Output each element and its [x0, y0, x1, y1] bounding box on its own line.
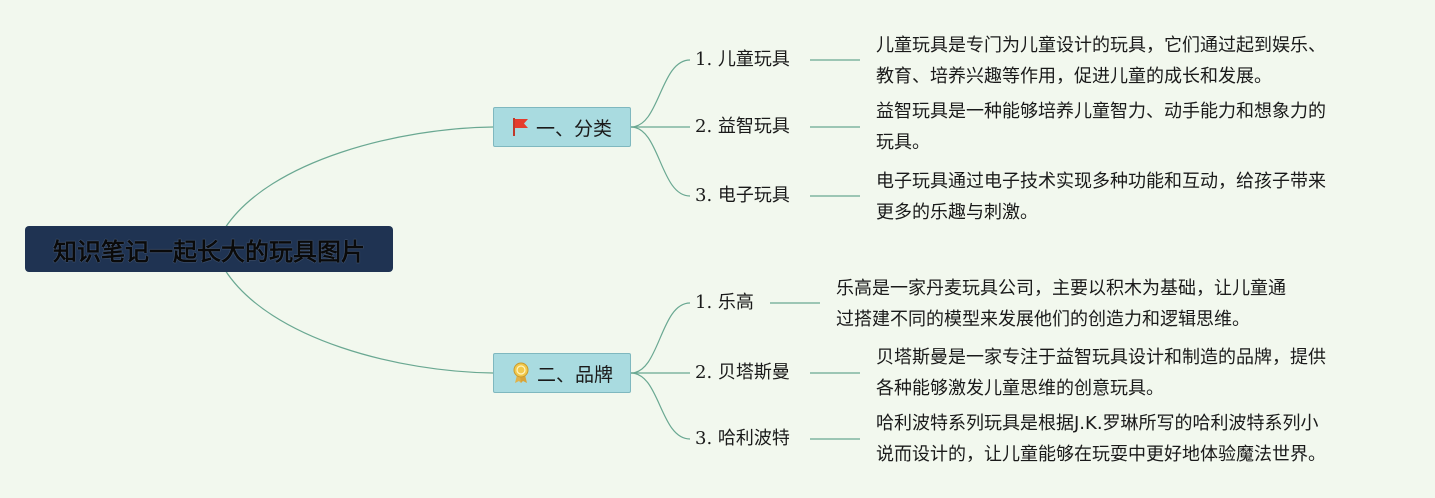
description-line: 更多的乐趣与刺激。	[876, 202, 1038, 223]
leaf-node[interactable]: 2. 贝塔斯曼	[695, 362, 790, 383]
leaf-description: 贝塔斯曼是一家专注于益智玩具设计和制造的品牌，提供 各种能够激发儿童思维的创意玩…	[876, 342, 1326, 404]
description-line: 过搭建不同的模型来发展他们的创造力和逻辑思维。	[836, 309, 1250, 330]
leaf-node[interactable]: 3. 哈利波特	[695, 428, 790, 449]
leaf-description: 哈利波特系列玩具是根据J.K.罗琳所写的哈利波特系列小 说而设计的，让儿童能够在…	[876, 408, 1326, 470]
leaf-description: 乐高是一家丹麦玩具公司，主要以积木为基础，让儿童通 过搭建不同的模型来发展他们的…	[836, 273, 1286, 335]
root-title: 知识笔记一起长大的玩具图片	[53, 237, 365, 266]
description-line: 电子玩具通过电子技术实现多种功能和互动，给孩子带来	[876, 171, 1326, 192]
leaf-node[interactable]: 3. 电子玩具	[695, 185, 790, 206]
leaf-node[interactable]: 1. 乐高	[695, 292, 754, 313]
description-line: 玩具。	[876, 132, 930, 153]
award-medal-icon	[511, 362, 531, 384]
root-node[interactable]: 知识笔记一起长大的玩具图片	[25, 226, 393, 272]
leaf-node[interactable]: 1. 儿童玩具	[695, 49, 790, 70]
branch-label: 一、分类	[535, 117, 612, 140]
leaf-description: 电子玩具通过电子技术实现多种功能和互动，给孩子带来 更多的乐趣与刺激。	[876, 166, 1326, 228]
description-line: 说而设计的，让儿童能够在玩耍中更好地体验魔法世界。	[876, 444, 1326, 465]
branch-node-brand[interactable]: 二、品牌	[493, 353, 631, 393]
branch-node-category[interactable]: 一、分类	[493, 107, 631, 147]
link-branch1-leaf1	[630, 59, 691, 128]
link-branch2-leaf1	[630, 302, 691, 374]
description-line: 教育、培养兴趣等作用，促进儿童的成长和发展。	[876, 66, 1272, 87]
description-line: 儿童玩具是专门为儿童设计的玩具，它们通过起到娱乐、	[876, 35, 1326, 56]
description-line: 乐高是一家丹麦玩具公司，主要以积木为基础，让儿童通	[836, 278, 1286, 299]
description-line: 益智玩具是一种能够培养儿童智力、动手能力和想象力的	[876, 101, 1326, 122]
description-line: 各种能够激发儿童思维的创意玩具。	[876, 378, 1164, 399]
leaf-description: 益智玩具是一种能够培养儿童智力、动手能力和想象力的 玩具。	[876, 96, 1326, 158]
description-line: 哈利波特系列玩具是根据J.K.罗琳所写的哈利波特系列小	[876, 413, 1319, 434]
link-root-branch-2	[224, 269, 494, 374]
branch-label: 二、品牌	[536, 363, 613, 386]
link-branch2-leaf3	[630, 372, 691, 440]
link-root-branch-1	[224, 126, 494, 229]
red-flag-icon	[512, 117, 530, 137]
leaf-description: 儿童玩具是专门为儿童设计的玩具，它们通过起到娱乐、 教育、培养兴趣等作用，促进儿…	[876, 30, 1326, 92]
description-line: 贝塔斯曼是一家专注于益智玩具设计和制造的品牌，提供	[876, 347, 1326, 368]
leaf-node[interactable]: 2. 益智玩具	[695, 116, 790, 137]
link-branch1-leaf3	[630, 126, 691, 197]
